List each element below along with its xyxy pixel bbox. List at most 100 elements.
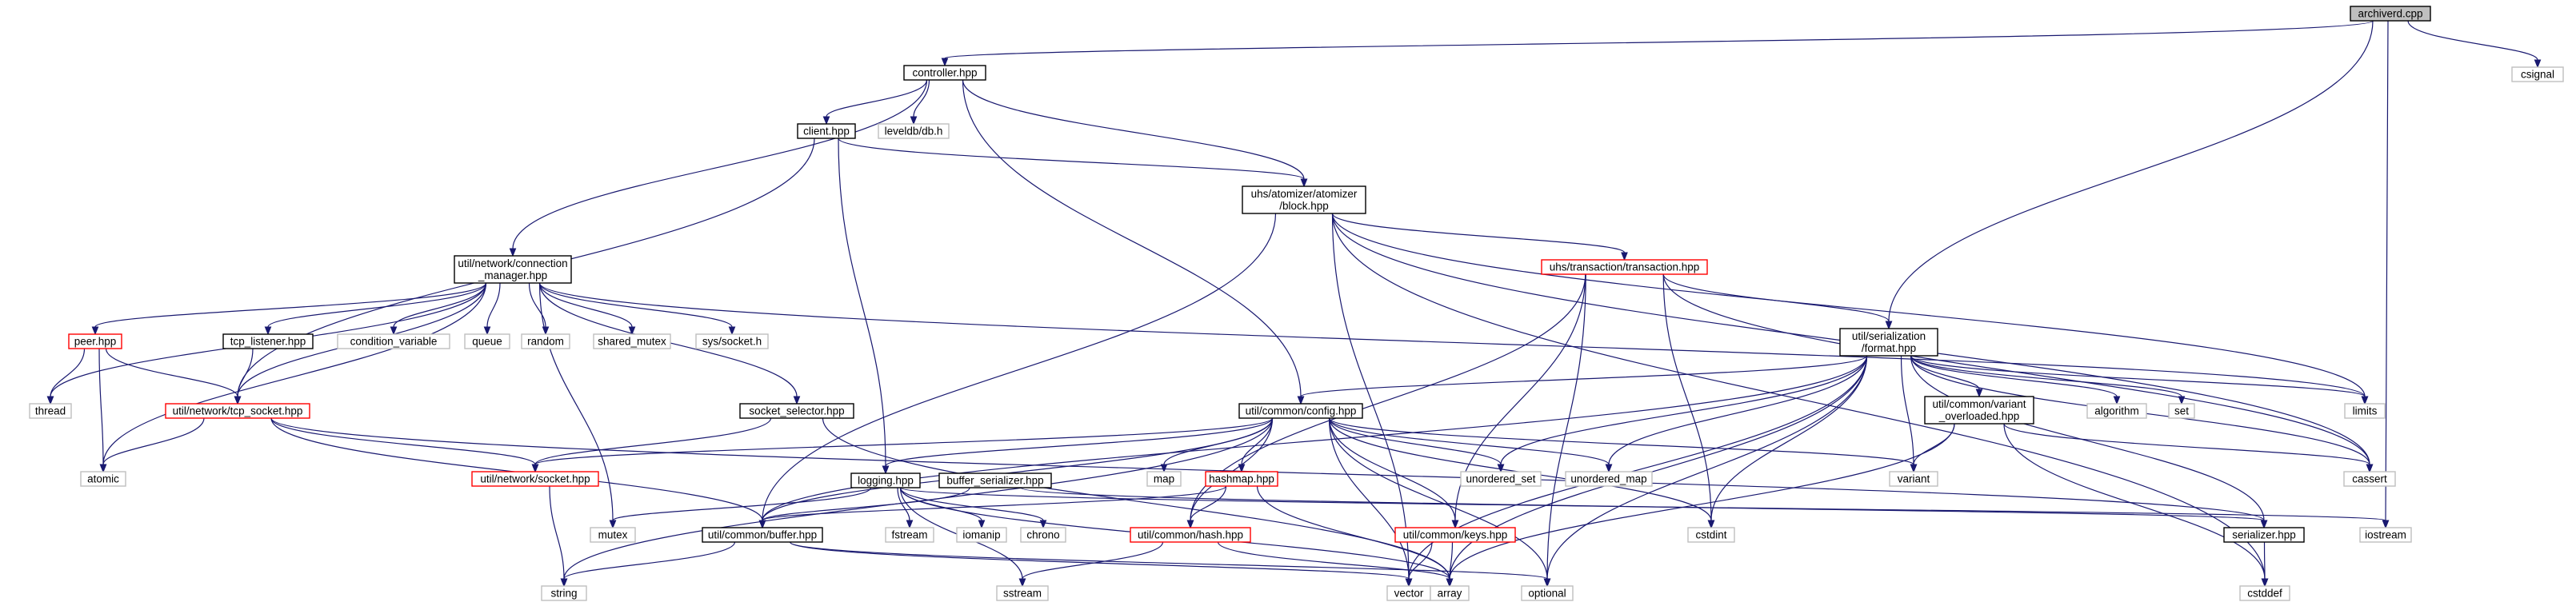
edge-hashmap-to-hash	[1186, 485, 1227, 529]
node-label: limits	[2353, 405, 2378, 417]
node-label: fstream	[891, 529, 927, 541]
node-box	[165, 403, 310, 419]
node-socket[interactable]: util/network/socket.hpp	[471, 471, 599, 487]
edge-line	[528, 282, 546, 328]
edge-line	[1328, 417, 1914, 465]
node-config[interactable]: util/common/config.hpp	[1238, 403, 1363, 419]
edge-arrowhead	[1543, 578, 1551, 588]
node-logging[interactable]: logging.hpp	[850, 472, 921, 488]
edge-line	[1449, 355, 1868, 580]
node-socketselector[interactable]: socket_selector.hpp	[739, 403, 854, 419]
node-label: unordered_set	[1466, 473, 1535, 485]
node-box	[80, 471, 126, 487]
node-label: queue	[472, 336, 502, 348]
edge-format-to-set	[1910, 355, 2186, 405]
edge-line	[98, 348, 104, 465]
node-box	[1565, 471, 1653, 487]
edge-line	[1888, 20, 2374, 322]
node-thread: thread	[29, 403, 72, 419]
edge-arrowhead	[822, 116, 830, 126]
node-leveldb: leveldb/db.h	[878, 123, 950, 139]
node-box	[541, 585, 587, 601]
node-archiverd[interactable]: archiverd.cpp	[2350, 6, 2431, 22]
edge-line	[1331, 213, 2266, 580]
node-label: atomic	[87, 473, 119, 485]
edge-arrowhead	[758, 520, 766, 529]
edge-peer-to-atomic	[98, 348, 107, 473]
edge-line	[826, 79, 928, 118]
edge-arrowhead	[1186, 520, 1194, 529]
edge-connmgr-to-queue	[483, 282, 501, 336]
node-label: thread	[35, 405, 66, 417]
node-buffer[interactable]: util/common/buffer.hpp	[702, 527, 823, 543]
edge-arrowhead	[390, 326, 398, 336]
node-bufserializer[interactable]: buffer_serializer.hpp	[938, 472, 1052, 488]
node-algorithm: algorithm	[2086, 403, 2147, 419]
node-box	[521, 333, 570, 349]
edge-arrowhead	[1160, 464, 1168, 473]
node-label: util/common/variant	[1932, 398, 2026, 410]
edge-archiverd-to-format	[1885, 20, 2374, 330]
edge-line	[237, 348, 254, 397]
node-hash[interactable]: util/common/hash.hpp	[1130, 527, 1251, 543]
node-variant_overloaded[interactable]: util/common/variant_overloaded.hpp	[1924, 396, 2034, 425]
edge-variant_overloaded-to-variant	[1910, 423, 1955, 473]
edge-line	[944, 20, 2374, 59]
node-hashmap[interactable]: hashmap.hpp	[1205, 471, 1278, 487]
edge-format-to-serializer	[1910, 355, 2268, 529]
edge-client-to-logging	[838, 138, 890, 475]
nodes-layer: archiverd.cppcsignalcontroller.hppclient…	[29, 6, 2564, 601]
node-label: logging.hpp	[858, 475, 914, 487]
node-box	[885, 527, 934, 543]
node-optional: optional	[1521, 585, 1574, 601]
node-label: leveldb/db.h	[885, 126, 943, 138]
edge-line	[94, 282, 487, 328]
edge-line	[962, 79, 1305, 180]
node-tcplistener[interactable]: tcp_listener.hpp	[222, 333, 314, 349]
node-label: hashmap.hpp	[1209, 473, 1274, 485]
edge-transaction-to-cstdint	[1662, 273, 1715, 529]
edge-arrowhead	[978, 520, 986, 529]
edge-socket-to-string	[549, 485, 568, 588]
edge-line	[2003, 423, 2266, 580]
node-box	[1430, 585, 1470, 601]
node-client[interactable]: client.hpp	[797, 123, 856, 139]
edge-arrowhead	[1605, 464, 1613, 473]
node-label: uhs/atomizer/atomizer	[1251, 188, 1358, 200]
edge-arrowhead	[2534, 59, 2542, 69]
node-box	[2239, 585, 2290, 601]
edge-line	[962, 79, 1302, 397]
node-controller[interactable]: controller.hpp	[903, 65, 986, 81]
node-label: util/network/socket.hpp	[480, 473, 590, 485]
edge-arrowhead	[793, 396, 801, 405]
edge-arrowhead	[1497, 464, 1505, 473]
node-box	[2344, 403, 2386, 419]
node-block[interactable]: uhs/atomizer/atomizer/block.hpp	[1242, 185, 1366, 214]
node-label: cstdint	[1695, 529, 1726, 541]
edge-buffer-to-vector	[789, 541, 1413, 588]
edge-arrowhead	[1446, 578, 1454, 588]
node-serializer[interactable]: serializer.hpp	[2223, 527, 2305, 543]
edge-block-to-limits	[1331, 213, 2369, 405]
edge-line	[1328, 417, 1410, 580]
node-label: iostream	[2365, 529, 2406, 541]
edge-line	[1256, 485, 1450, 580]
node-format[interactable]: util/serialization/format.hpp	[1839, 328, 1938, 357]
node-peer[interactable]: peer.hpp	[68, 333, 122, 349]
edge-line	[1910, 355, 2118, 397]
edge-line	[1328, 417, 1610, 465]
node-connmgr[interactable]: util/network/connection_manager.hpp	[454, 255, 572, 284]
edge-arrowhead	[2382, 520, 2390, 529]
edge-format-to-vector	[1405, 355, 1868, 588]
node-box	[337, 333, 450, 349]
node-keys[interactable]: util/common/keys.hpp	[1394, 527, 1516, 543]
node-label: map	[1154, 473, 1174, 485]
edge-line	[1662, 273, 1890, 322]
node-transaction[interactable]: uhs/transaction/transaction.hpp	[1541, 259, 1708, 275]
edge-arrowhead	[1039, 520, 1047, 529]
edge-controller-to-connmgr	[509, 79, 928, 257]
node-label: variant	[1898, 473, 1930, 485]
node-sstream: sstream	[996, 585, 1049, 601]
node-tcpsocket[interactable]: util/network/tcp_socket.hpp	[165, 403, 310, 419]
edge-line	[2263, 541, 2266, 580]
